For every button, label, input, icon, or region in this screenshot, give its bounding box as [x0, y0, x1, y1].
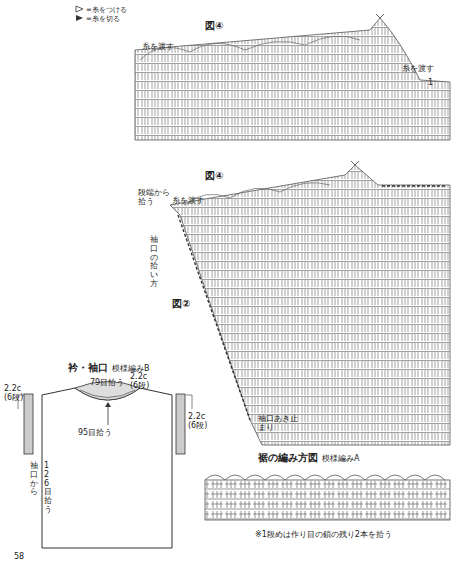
note: 袖口あき止まり: [258, 414, 298, 432]
dimension: 2.2c (6段): [4, 384, 28, 402]
row-number: 1: [428, 78, 433, 87]
legend-text: =糸を切る: [86, 14, 120, 24]
legend-text: =糸をつける: [86, 5, 127, 15]
stitch-count: 95目拾う: [78, 428, 112, 437]
stitch-pattern: 模様編みB: [112, 364, 150, 373]
vertical-note: 126目拾う: [44, 462, 52, 515]
note: 糸を渡す: [142, 42, 174, 51]
chart-figure-label: 図④: [205, 170, 223, 182]
dimension: 2.2c (6段): [188, 412, 212, 430]
vertical-note: 袖口から: [30, 462, 38, 497]
vertical-note: 袖口の拾い方: [150, 236, 158, 289]
page-number: 58: [14, 552, 24, 561]
chart-figure-label: 図④: [205, 20, 223, 32]
note: 段端から拾う: [138, 188, 172, 206]
note: 糸を渡す: [172, 196, 204, 205]
section-title: 裾の編み方図: [258, 452, 318, 464]
section-title: 衿・袖口: [68, 362, 108, 374]
stitch-pattern: 模様編みA: [322, 454, 359, 463]
footnote: ※1段めは作り目の鎖の残り2本を拾う: [255, 530, 392, 539]
chart-figure-label: 図②: [172, 298, 190, 310]
note: 糸を渡す: [402, 64, 434, 73]
dimension: 2.2c (6段): [130, 372, 154, 390]
stitch-count: 79目拾う: [90, 378, 124, 387]
